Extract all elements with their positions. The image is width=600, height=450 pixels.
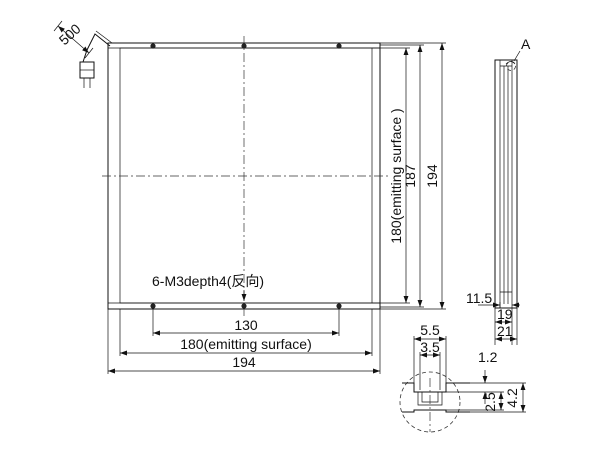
dim-3-5-label: 3.5 (420, 339, 440, 355)
dim-5-5-label: 5.5 (420, 322, 440, 338)
dim-21-label: 21 (497, 323, 513, 339)
emitting-width-label: 180(emitting surface) (180, 336, 312, 352)
cable-length-label: 500 (56, 20, 84, 48)
dim-4-2-label: 4.2 (504, 388, 520, 408)
height-187-label: 187 (402, 164, 418, 188)
cable: 500 (53, 20, 113, 88)
hole-spec-label: 6-M3depth4(反向) (152, 273, 264, 289)
bottom-dimensions: 130 180(emitting surface) 194 (107, 309, 381, 374)
mounting-hole (150, 303, 156, 309)
front-view (102, 36, 388, 316)
mounting-hole (336, 303, 342, 309)
mounting-hole (241, 43, 247, 49)
hole-pitch-label: 130 (234, 317, 258, 333)
mounting-hole (241, 303, 247, 309)
emitting-surface (119, 47, 373, 304)
dim-2-5-label: 2.5 (482, 392, 498, 412)
side-view: A 11.5 19 21 (466, 36, 531, 345)
dim-11-5-label: 11.5 (466, 290, 492, 306)
detail-a-label: A (521, 36, 531, 52)
detail-circle (399, 371, 461, 433)
detail-a-marker (506, 61, 516, 71)
total-height-label: 194 (424, 164, 440, 188)
mounting-hole (150, 43, 156, 49)
hole-callout: 6-M3depth4(反向) (152, 273, 264, 301)
detail-a-view: 5.5 3.5 1.2 2.5 4.2 (399, 322, 526, 433)
dim-19-label: 19 (497, 306, 513, 322)
right-dimensions: 180(emitting surface ) 187 194 (372, 42, 446, 310)
dim-1-2-label: 1.2 (478, 349, 498, 365)
emitting-height-label: 180(emitting surface ) (388, 108, 404, 243)
mounting-hole (336, 43, 342, 49)
total-width-label: 194 (232, 354, 256, 370)
